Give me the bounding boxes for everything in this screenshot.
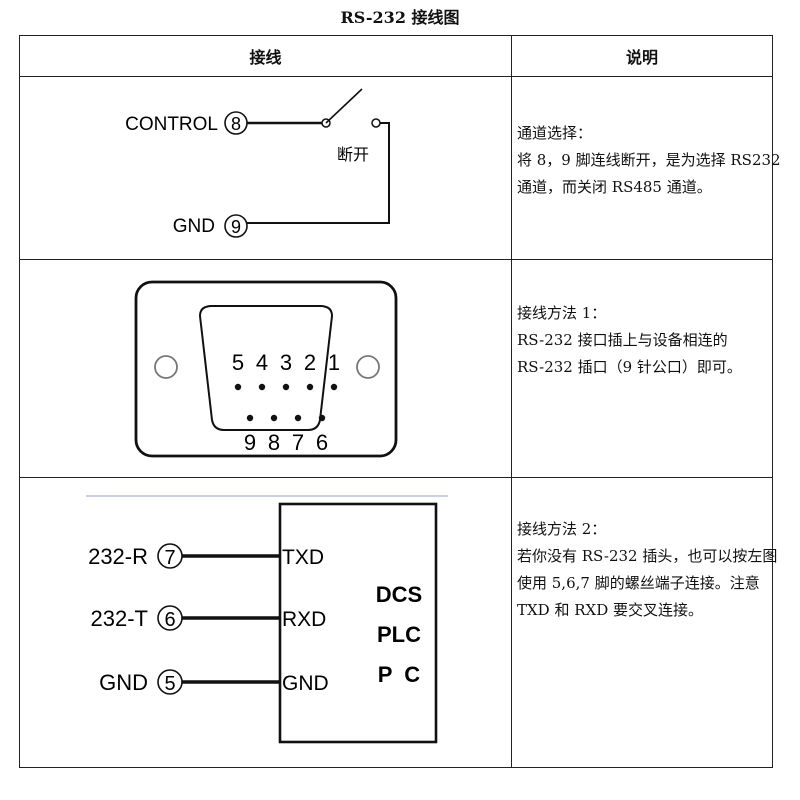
gnd-label: GND bbox=[173, 216, 215, 237]
device-name-line: P C bbox=[378, 662, 421, 687]
pin-3-dot bbox=[282, 383, 290, 391]
terminal-rows: 232-R 7 TXD 232-T 6 RXD GND 5 GND bbox=[88, 543, 329, 695]
row-divider-1 bbox=[20, 259, 772, 260]
pin-8-dot bbox=[270, 414, 278, 422]
device-name-line: PLC bbox=[377, 622, 421, 647]
pin-6-dot bbox=[318, 414, 326, 422]
terminal-label: 232-R bbox=[88, 544, 148, 569]
header-divider bbox=[20, 76, 772, 77]
mounting-hole-right bbox=[356, 355, 380, 379]
desc-line: RS-232 接口插上与设备相连的 bbox=[517, 331, 728, 349]
row3-description: 接线方法 2： 若你没有 RS-232 插头，也可以按左图 使用 5,6,7 脚… bbox=[517, 516, 778, 624]
row2-description: 接线方法 1： RS-232 接口插上与设备相连的 RS-232 插口（9 针公… bbox=[517, 300, 767, 381]
device-name-line: DCS bbox=[376, 582, 422, 607]
pin-9-dot bbox=[246, 414, 254, 422]
terminal-label: GND bbox=[99, 670, 148, 695]
pin-7-dot bbox=[294, 414, 302, 422]
row1-description: 通道选择： 将 8，9 脚连线断开，是为选择 RS232 通道，而关闭 RS48… bbox=[517, 120, 781, 201]
pin-4-dot bbox=[258, 383, 266, 391]
pin-number-4: 4 bbox=[256, 350, 268, 375]
pin-number-7: 7 bbox=[164, 547, 175, 569]
control-switch-diagram: CONTROL 8 断开 GND 9 bbox=[125, 88, 390, 238]
desc-line: 若你没有 RS-232 插头，也可以按左图 bbox=[517, 547, 778, 565]
switch-open-label: 断开 bbox=[337, 145, 369, 164]
pin-5-dot bbox=[234, 383, 242, 391]
control-label: CONTROL bbox=[125, 114, 218, 135]
signal-label: TXD bbox=[282, 546, 324, 569]
switch-contact-right bbox=[371, 118, 381, 128]
pin-number-1: 1 bbox=[328, 350, 340, 375]
signal-label: RXD bbox=[282, 608, 326, 631]
gnd-wire bbox=[247, 122, 390, 224]
column-divider bbox=[511, 36, 512, 767]
terminal-label: 232-T bbox=[91, 606, 148, 631]
terminal-wiring-diagram: 232-R 7 TXD 232-T 6 RXD GND 5 GND DCS PLC P C bbox=[86, 495, 448, 744]
pin-1-dot bbox=[330, 383, 338, 391]
switch-blade bbox=[325, 88, 363, 124]
desc-line: 使用 5,6,7 脚的螺丝端子连接。注意 bbox=[517, 574, 760, 592]
pin-number-5: 5 bbox=[164, 673, 175, 695]
pin-number-9: 9 bbox=[244, 430, 256, 455]
pin-9-number: 9 bbox=[231, 217, 241, 237]
desc-line: 通道，而关闭 RS485 通道。 bbox=[517, 178, 712, 196]
device-box bbox=[278, 502, 438, 744]
pin-number-5: 5 bbox=[232, 350, 244, 375]
pin-number-3: 3 bbox=[280, 350, 292, 375]
desc-line: 接线方法 2： bbox=[517, 520, 607, 538]
header-wiring: 接线 bbox=[249, 48, 282, 67]
header-description: 说明 bbox=[625, 48, 658, 67]
signal-label: GND bbox=[282, 672, 329, 695]
mounting-hole-left bbox=[154, 355, 178, 379]
desc-line: RS-232 插口（9 针公口）即可。 bbox=[517, 358, 742, 376]
desc-line: 通道选择： bbox=[517, 124, 593, 142]
pin-number-7: 7 bbox=[292, 430, 304, 455]
document-title: RS-232 接线图 bbox=[340, 8, 460, 27]
pin-2-dot bbox=[306, 383, 314, 391]
pin-number-6: 6 bbox=[316, 430, 328, 455]
pin-number-8: 8 bbox=[268, 430, 280, 455]
pin-number-6: 6 bbox=[164, 609, 175, 631]
desc-line: TXD 和 RXD 要交叉连接。 bbox=[517, 601, 704, 619]
desc-line: 接线方法 1： bbox=[517, 304, 607, 322]
desc-line: 将 8，9 脚连线断开，是为选择 RS232 bbox=[517, 151, 781, 169]
wiring-table: 接线 说明 CONTROL 8 断开 GND 9 通道选择： 将 8，9 脚连线… bbox=[19, 35, 781, 768]
row-divider-2 bbox=[20, 477, 772, 478]
pin-9-circle bbox=[224, 214, 248, 238]
pin-8-number: 8 bbox=[231, 114, 241, 134]
pin-number-2: 2 bbox=[304, 350, 316, 375]
